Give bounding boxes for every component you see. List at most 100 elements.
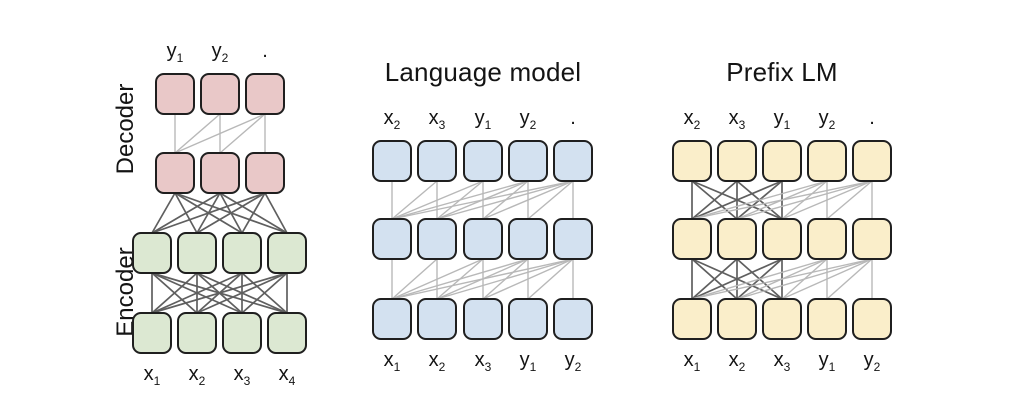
input-token-label: x4 (278, 363, 296, 388)
prefix-lm-box (807, 298, 847, 340)
causal-attention-line (391, 180, 529, 220)
prefix-lm-box (852, 298, 892, 340)
prefix-lm-box (672, 140, 712, 182)
causal-attention-line (391, 180, 574, 220)
causal-attention-line (391, 258, 438, 300)
causal-attention-line (174, 113, 266, 154)
encoder-box (132, 232, 172, 274)
causal-attention-line (691, 258, 828, 300)
output-token-label: y2 (519, 107, 537, 132)
language-model-box (372, 218, 412, 260)
language-model-box (553, 298, 593, 340)
causal-attention-line (391, 258, 529, 300)
language-model-box (417, 298, 457, 340)
input-token-label: x1 (683, 349, 701, 374)
full-attention-line (691, 258, 738, 300)
causal-attention-line (391, 258, 574, 300)
language-model-box (463, 298, 503, 340)
full-attention-line (691, 180, 783, 220)
language-model-box (417, 140, 457, 182)
encoder-box (132, 312, 172, 354)
language-model-box (417, 218, 457, 260)
full-attention-line (691, 180, 738, 220)
output-token-label: . (869, 107, 875, 129)
causal-attention-line (826, 258, 873, 300)
full-attention-line (151, 272, 288, 314)
causal-attention-line (436, 180, 574, 220)
causal-attention-line (736, 180, 873, 220)
decoder-box (155, 152, 195, 194)
causal-attention-line (391, 180, 484, 220)
language-model-box (372, 298, 412, 340)
decoder-box (200, 73, 240, 115)
language-model-box (463, 140, 503, 182)
encoder-box (222, 312, 262, 354)
input-token-label: x3 (233, 363, 251, 388)
prefix-lm-box (762, 298, 802, 340)
causal-attention-line (174, 113, 221, 154)
causal-attention-line (436, 258, 574, 300)
causal-attention-line (781, 258, 873, 300)
full-attention-line (151, 272, 198, 314)
language-model-box (553, 218, 593, 260)
full-attention-line (264, 192, 288, 234)
causal-attention-line (482, 180, 574, 220)
encoder-box (177, 312, 217, 354)
output-token-label: . (262, 40, 268, 62)
input-token-label: y2 (564, 349, 582, 374)
encoder-box (267, 232, 307, 274)
language-model-title: Language model (384, 57, 582, 87)
language-model-box (372, 140, 412, 182)
causal-attention-line (219, 113, 266, 154)
language-model-box (463, 218, 503, 260)
causal-attention-line (527, 180, 574, 220)
full-attention-line (196, 272, 288, 314)
input-token-label: y1 (818, 349, 836, 374)
causal-attention-line (391, 180, 438, 220)
output-token-label: y1 (474, 107, 492, 132)
decoder-box (245, 73, 285, 115)
output-token-label: y2 (818, 107, 836, 132)
full-attention-line (241, 272, 288, 314)
prefix-lm-box (672, 218, 712, 260)
output-token-label: . (570, 107, 576, 129)
output-token-label: x3 (728, 107, 746, 132)
prefix-lm-title: Prefix LM (726, 57, 838, 87)
causal-attention-line (691, 180, 828, 220)
causal-attention-line (482, 258, 574, 300)
prefix-lm-box (807, 140, 847, 182)
input-token-label: x1 (143, 363, 161, 388)
decoder-box (245, 152, 285, 194)
prefix-lm-box (807, 218, 847, 260)
input-token-label: y1 (519, 349, 537, 374)
encoder-box (177, 232, 217, 274)
full-attention-line (691, 258, 783, 300)
full-attention-line (241, 192, 266, 234)
causal-attention-line (527, 258, 574, 300)
output-token-label: y1 (773, 107, 791, 132)
prefix-lm-box (762, 140, 802, 182)
output-token-label: x2 (683, 107, 701, 132)
decoder-side-label: Decoder (112, 83, 139, 175)
full-attention-line (196, 192, 266, 234)
encoder-box (267, 312, 307, 354)
prefix-lm-box (717, 140, 757, 182)
input-token-label: x2 (428, 349, 446, 374)
encoder-box (222, 232, 262, 274)
decoder-box (200, 152, 240, 194)
language-model-box (553, 140, 593, 182)
output-token-label: x3 (428, 107, 446, 132)
prefix-lm-box (717, 218, 757, 260)
prefix-lm-box (852, 140, 892, 182)
language-model-box (508, 218, 548, 260)
input-token-label: x2 (728, 349, 746, 374)
causal-attention-line (691, 180, 873, 220)
input-token-label: x3 (474, 349, 492, 374)
full-attention-line (151, 192, 266, 234)
prefix-lm-box (672, 298, 712, 340)
input-token-label: x2 (188, 363, 206, 388)
prefix-lm-box (762, 218, 802, 260)
causal-attention-line (781, 180, 873, 220)
